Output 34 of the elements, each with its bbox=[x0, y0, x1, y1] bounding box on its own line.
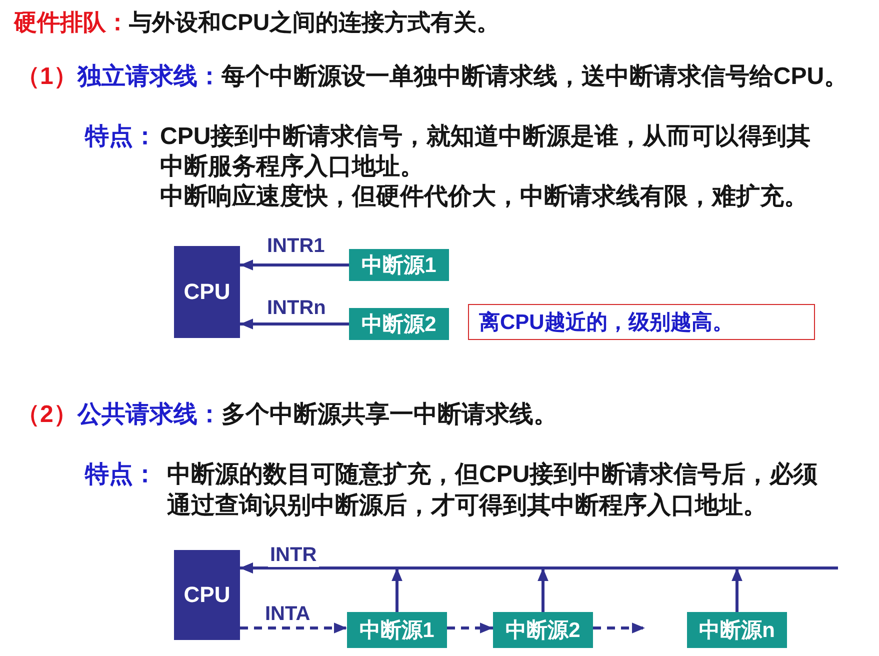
source-label: 中断源n bbox=[699, 618, 775, 644]
feature-label: 特点： bbox=[85, 460, 158, 490]
item-description: 多个中断源共享一中断请求线。 bbox=[221, 400, 558, 430]
processor-box bbox=[174, 246, 240, 338]
heading-keyword: 硬件排队： bbox=[14, 8, 129, 37]
interrupt-source-box bbox=[687, 612, 787, 648]
arrow bbox=[240, 260, 349, 270]
feature-text: 中断源的数目可随意扩充，但CPU接到中断请求信号后，必须通过查询识别中断源后，才可得到其中断程序入口地址。 bbox=[167, 460, 819, 521]
item-number: （1） bbox=[16, 62, 78, 92]
interrupt-source-box bbox=[347, 612, 447, 648]
processor-label: CPU bbox=[184, 279, 230, 305]
source-label: 中断源2 bbox=[506, 618, 580, 644]
arrow bbox=[240, 318, 349, 330]
processor-box bbox=[174, 550, 240, 640]
item-title: 独立请求线： bbox=[77, 62, 222, 92]
feature-label: 特点： bbox=[85, 122, 158, 152]
feature-text: CPU接到中断请求信号，就知道中断源是谁，从而可以得到其中断服务程序入口地址。 bbox=[160, 122, 812, 182]
feature-text: 中断响应速度快，但硬件代价大，中断请求线有限，难扩充。 bbox=[160, 182, 809, 212]
source-label: 中断源1 bbox=[362, 253, 436, 279]
interrupt-source-box bbox=[349, 308, 449, 340]
dashed-arrow bbox=[240, 622, 347, 634]
interrupt-source-box bbox=[493, 612, 593, 648]
item-description: 每个中断源设一单独中断请求线，送中断请求信号给CPU。 bbox=[221, 62, 848, 92]
source-label: 中断源1 bbox=[360, 618, 434, 644]
processor-label: CPU bbox=[184, 582, 230, 608]
heading-text: 与外设和CPU之间的连接方式有关。 bbox=[129, 8, 500, 37]
note-text: 离CPU越近的，级别越高。 bbox=[479, 310, 734, 336]
dashed-arrow bbox=[447, 622, 493, 634]
item-number: （2） bbox=[16, 400, 78, 430]
note-box bbox=[468, 304, 815, 340]
interrupt-source-box bbox=[349, 249, 449, 281]
source-label: 中断源2 bbox=[362, 312, 436, 338]
item-title: 公共请求线： bbox=[77, 400, 222, 430]
dashed-arrow bbox=[593, 622, 645, 634]
